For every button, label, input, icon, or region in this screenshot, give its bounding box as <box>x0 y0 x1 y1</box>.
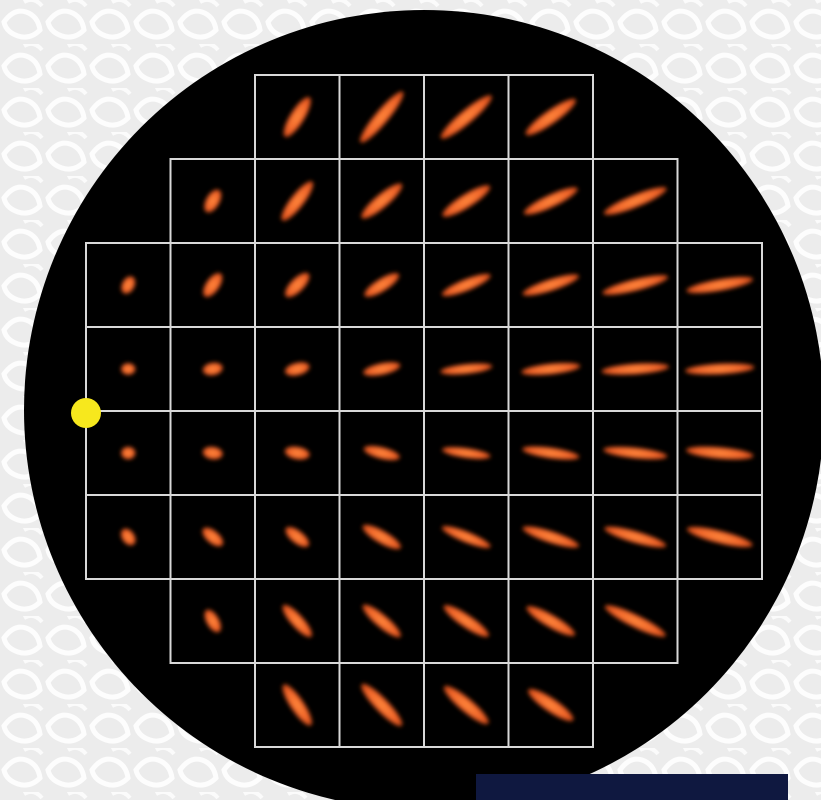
corner-block <box>476 774 788 800</box>
reference-marker <box>71 398 101 428</box>
spot <box>121 447 135 460</box>
field-disc <box>24 10 821 800</box>
spot <box>121 363 135 375</box>
